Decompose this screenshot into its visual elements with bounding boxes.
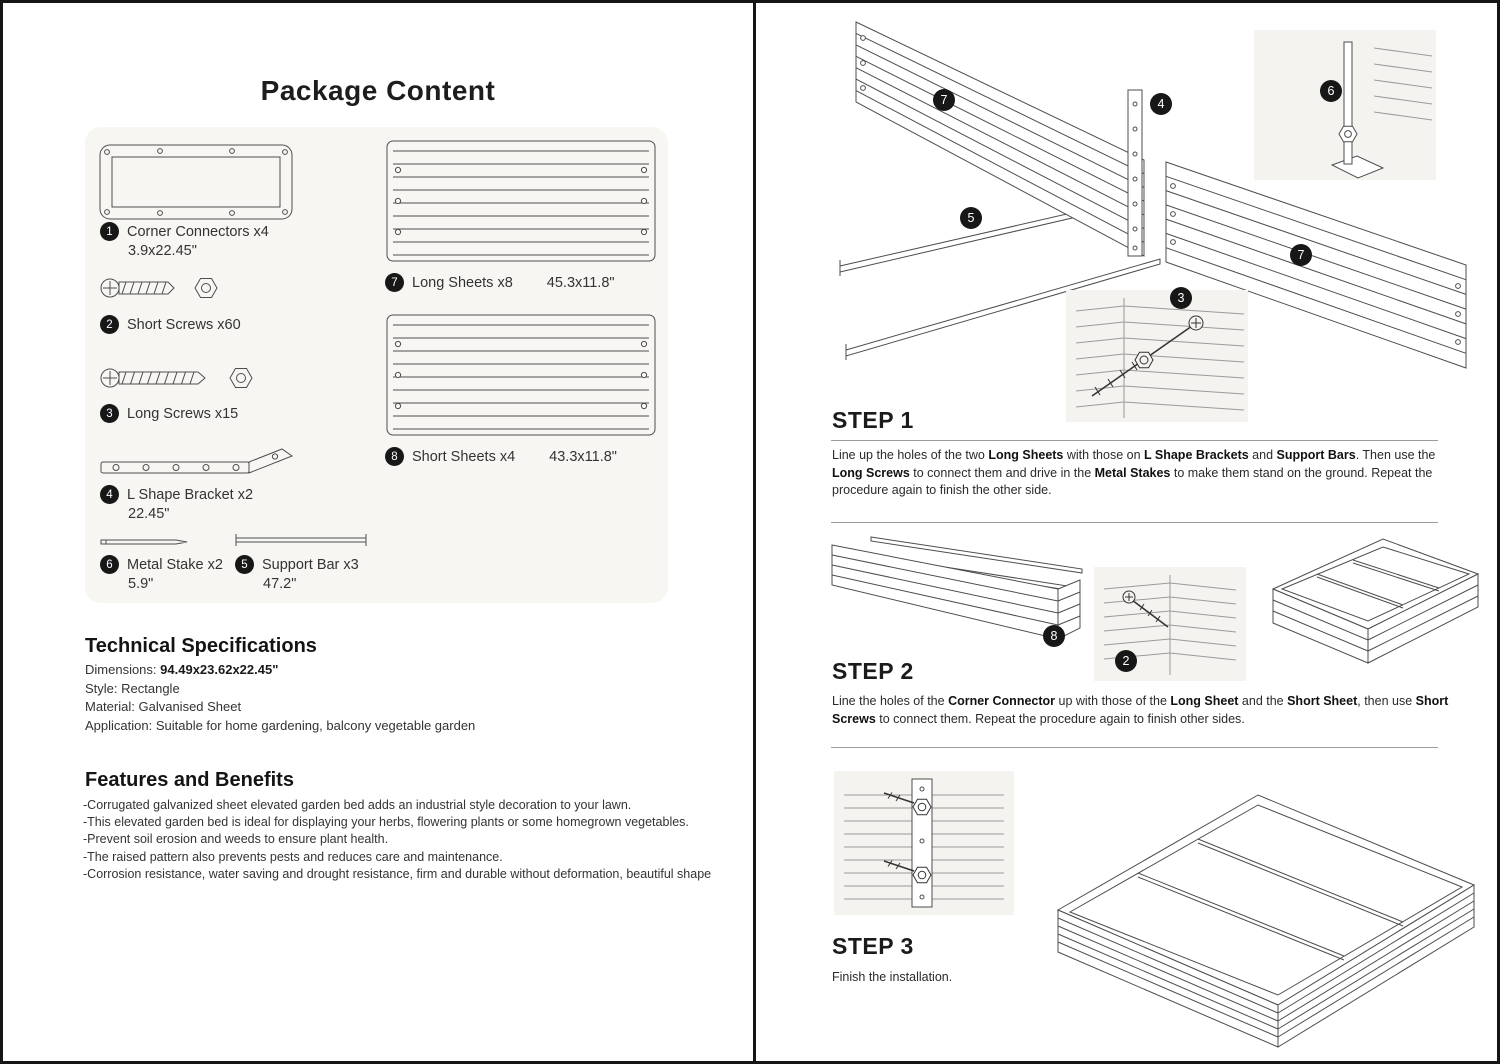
item-dimension: 45.3x11.8" bbox=[546, 274, 615, 291]
item-dimension: 5.9" bbox=[128, 576, 154, 592]
step2-title: STEP 2 bbox=[832, 658, 914, 684]
item-number-badge: 2 bbox=[100, 315, 119, 334]
step1-title: STEP 1 bbox=[832, 407, 914, 433]
spec-row-application: Application: Suitable for home gardening… bbox=[85, 717, 475, 736]
step1-text: Line up the holes of the two Long Sheets… bbox=[832, 448, 1436, 497]
spec-list: Dimensions: 94.49x23.62x22.45" Style: Re… bbox=[85, 661, 475, 735]
callout-badge-short-sheet: 8 bbox=[1043, 625, 1065, 647]
package-panel: 1 Corner Connectors x4 3.9x22.45" bbox=[85, 127, 668, 603]
callout-badge-long-sheet-left: 7 bbox=[933, 89, 955, 111]
l-bracket-drawing bbox=[98, 447, 300, 483]
feature-item: -Prevent soil erosion and weeds to ensur… bbox=[83, 832, 389, 847]
item-number-badge: 7 bbox=[385, 273, 404, 292]
spec-value: Galvanised Sheet bbox=[138, 699, 242, 714]
item-dimension: 22.45" bbox=[128, 506, 170, 522]
spec-row-material: Material: Galvanised Sheet bbox=[85, 698, 475, 717]
page-title: Package Content bbox=[260, 75, 496, 106]
package-item-short-sheets: 8 Short Sheets x4 43.3x11.8" bbox=[385, 447, 617, 466]
item-dimension: 43.3x11.8" bbox=[549, 448, 617, 465]
spec-value: Rectangle bbox=[121, 680, 180, 696]
item-number-badge: 1 bbox=[100, 222, 119, 241]
short-screw-drawing bbox=[98, 271, 238, 305]
callout-badge-long-sheet-right: 7 bbox=[1290, 244, 1312, 266]
corner-connector-drawing bbox=[98, 143, 294, 221]
package-item-long-sheets: 7 Long Sheets x8 45.3x11.8" bbox=[385, 273, 615, 292]
step3-title: STEP 3 bbox=[832, 933, 914, 959]
feature-item: -The raised pattern also prevents pests … bbox=[83, 849, 503, 864]
package-item-support-bar: 5 Support Bar x3 bbox=[235, 555, 359, 574]
package-item-metal-stake: 6 Metal Stake x2 bbox=[100, 555, 223, 574]
package-content-pane: Package Content 1 Corner Connectors bbox=[3, 3, 753, 1061]
item-label: Short Screws x60 bbox=[127, 316, 241, 333]
callout-badge-long-screw: 3 bbox=[1170, 287, 1192, 309]
long-screw-drawing bbox=[98, 361, 273, 395]
item-label: Short Sheets x4 bbox=[412, 448, 516, 465]
item-label: Long Screws x15 bbox=[127, 405, 239, 422]
long-sheet-drawing bbox=[385, 139, 657, 263]
item-dimension: 47.2" bbox=[263, 576, 297, 592]
step3-diagram bbox=[826, 755, 1491, 1055]
spec-label: Application: bbox=[85, 717, 153, 733]
package-item-short-screws: 2 Short Screws x60 bbox=[100, 315, 241, 334]
callout-badge-short-screw: 2 bbox=[1115, 650, 1137, 672]
callout-badge-support-bar: 5 bbox=[960, 207, 982, 229]
step2-text: Line the holes of the Corner Connector u… bbox=[832, 694, 1449, 726]
feature-item: -Corrosion resistance, water saving and … bbox=[83, 866, 712, 881]
step1-diagram bbox=[826, 8, 1491, 428]
callout-badge-metal-stake: 6 bbox=[1320, 80, 1342, 102]
divider-line bbox=[831, 440, 1438, 441]
item-label: Long Sheets x8 bbox=[412, 274, 513, 291]
step3-text: Finish the installation. bbox=[832, 970, 953, 984]
item-number-badge: 6 bbox=[100, 555, 119, 574]
callout-badge-l-bracket: 4 bbox=[1150, 93, 1172, 115]
spec-label: Material: bbox=[85, 699, 135, 714]
divider-line bbox=[831, 747, 1438, 748]
item-label: Metal Stake x2 bbox=[127, 556, 223, 573]
spec-label: Dimensions: bbox=[85, 662, 157, 677]
support-bar-drawing bbox=[231, 532, 371, 548]
item-number-badge: 3 bbox=[100, 404, 119, 423]
metal-stake-drawing bbox=[98, 536, 190, 548]
divider-line bbox=[831, 522, 1438, 523]
item-label: Support Bar x3 bbox=[262, 556, 359, 573]
item-number-badge: 8 bbox=[385, 447, 404, 466]
feature-item: -Corrugated galvanized sheet elevated ga… bbox=[83, 798, 632, 812]
spec-value: 94.49x23.62x22.45" bbox=[160, 662, 279, 677]
package-item-l-bracket: 4 L Shape Bracket x2 bbox=[100, 485, 253, 504]
item-label: Corner Connectors x4 bbox=[127, 223, 269, 240]
package-item-corner-connectors: 1 Corner Connectors x4 bbox=[100, 222, 269, 241]
assembly-steps-pane: STEP 1 Line up the holes of the two Long… bbox=[753, 3, 1497, 1061]
short-sheet-drawing bbox=[385, 313, 657, 437]
feature-list: -Corrugated galvanized sheet elevated ga… bbox=[83, 797, 711, 883]
item-dimension: 3.9x22.45" bbox=[128, 243, 197, 259]
spec-value: Suitable for home gardening, balcony veg… bbox=[155, 717, 476, 733]
specs-title: Technical Specifications bbox=[85, 635, 317, 657]
item-label: L Shape Bracket x2 bbox=[127, 486, 254, 503]
item-number-badge: 5 bbox=[235, 555, 254, 574]
item-number-badge: 4 bbox=[100, 485, 119, 504]
spec-row-dimensions: Dimensions: 94.49x23.62x22.45" bbox=[85, 661, 475, 680]
feature-item: -This elevated garden bed is ideal for d… bbox=[83, 815, 689, 830]
features-title: Features and Benefits bbox=[85, 769, 294, 791]
spec-label: Style: bbox=[85, 680, 118, 696]
package-item-long-screws: 3 Long Screws x15 bbox=[100, 404, 238, 423]
step2-diagram bbox=[826, 527, 1491, 692]
spec-row-style: Style: Rectangle bbox=[85, 680, 475, 699]
